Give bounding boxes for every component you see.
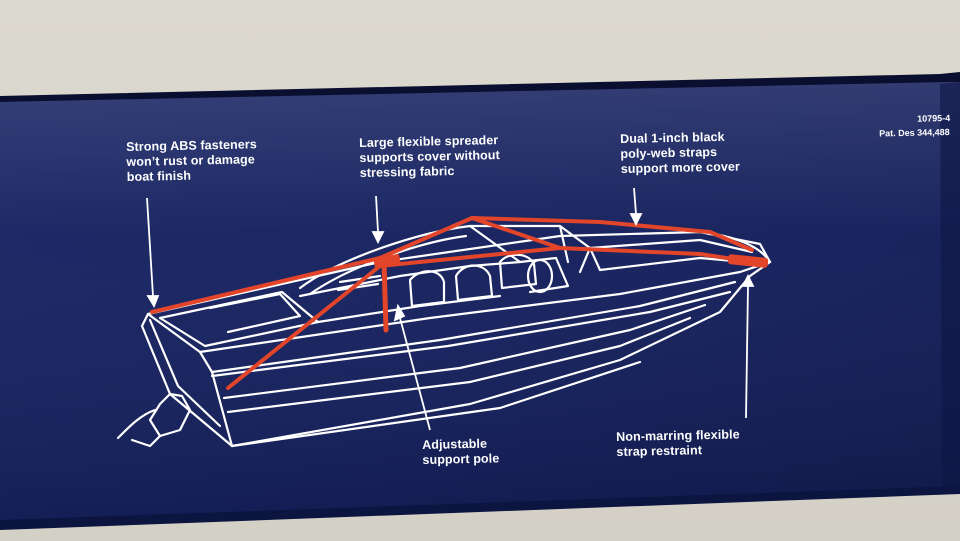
boat-hull-side	[198, 280, 737, 374]
support-pole	[381, 259, 389, 333]
boat-dash	[518, 256, 570, 294]
boat-stern-seat	[208, 292, 302, 334]
boat-seat-3	[498, 253, 538, 290]
boat-hull-stripe-3	[226, 316, 692, 414]
callout-spreader: Large flexible spreader supports cover w…	[359, 133, 500, 180]
callout-fasteners: Strong ABS fasteners won’t rust or damag…	[126, 137, 257, 184]
boat-hull-bottom	[210, 274, 752, 448]
arrow-restraint-head	[741, 273, 755, 287]
boat-sheer-line	[146, 260, 772, 354]
boat-transom	[140, 312, 234, 448]
arrow-pole-head	[393, 303, 406, 322]
callout-restraint: Non-marring flexible strap restraint	[616, 427, 740, 459]
boat-illustration	[116, 224, 772, 448]
boat-outdrive	[148, 392, 192, 438]
boat-outdrive-prop	[116, 408, 157, 440]
arrow-spreader-head	[371, 231, 385, 245]
box-panel-gloss	[0, 82, 960, 522]
box-bottom-edge	[0, 486, 960, 530]
arrow-pole	[399, 317, 431, 431]
boat-grab-rail	[336, 274, 382, 292]
strap-bow-link	[470, 216, 562, 250]
boat-seat-2	[454, 264, 494, 302]
arrow-straps	[633, 187, 637, 215]
boat-windshield	[468, 224, 602, 272]
callout-straps: Dual 1-inch black poly-web straps suppor…	[620, 129, 741, 176]
boat-hull-stripe-2	[222, 303, 707, 400]
callout-arrows	[146, 187, 755, 431]
boat-transom-inner	[148, 318, 222, 428]
strap-restraint-block	[727, 254, 769, 268]
product-code: 10795-4	[916, 112, 951, 124]
arrow-straps-head	[629, 213, 643, 227]
arrow-restraint	[745, 285, 749, 419]
boat-seat-1	[408, 270, 446, 308]
spreader-block	[373, 254, 401, 268]
arrow-spreader	[375, 195, 379, 233]
boat-windshield-frame	[468, 224, 592, 274]
boat-hull-stripe-1	[210, 290, 732, 378]
box-right-side	[940, 82, 960, 492]
strap-upper	[150, 216, 754, 314]
patent-number: Pat. Des 344,488	[879, 126, 951, 139]
boat-outdrive-skeg	[130, 434, 162, 448]
boat-keel	[230, 360, 642, 448]
cover-support-system	[150, 216, 768, 390]
boat-bow-deck	[588, 238, 754, 254]
arrow-fasteners-head	[146, 295, 160, 309]
arrow-fasteners	[146, 197, 154, 297]
callout-pole: Adjustable support pole	[422, 436, 500, 467]
boat-cockpit-rim	[298, 260, 522, 298]
